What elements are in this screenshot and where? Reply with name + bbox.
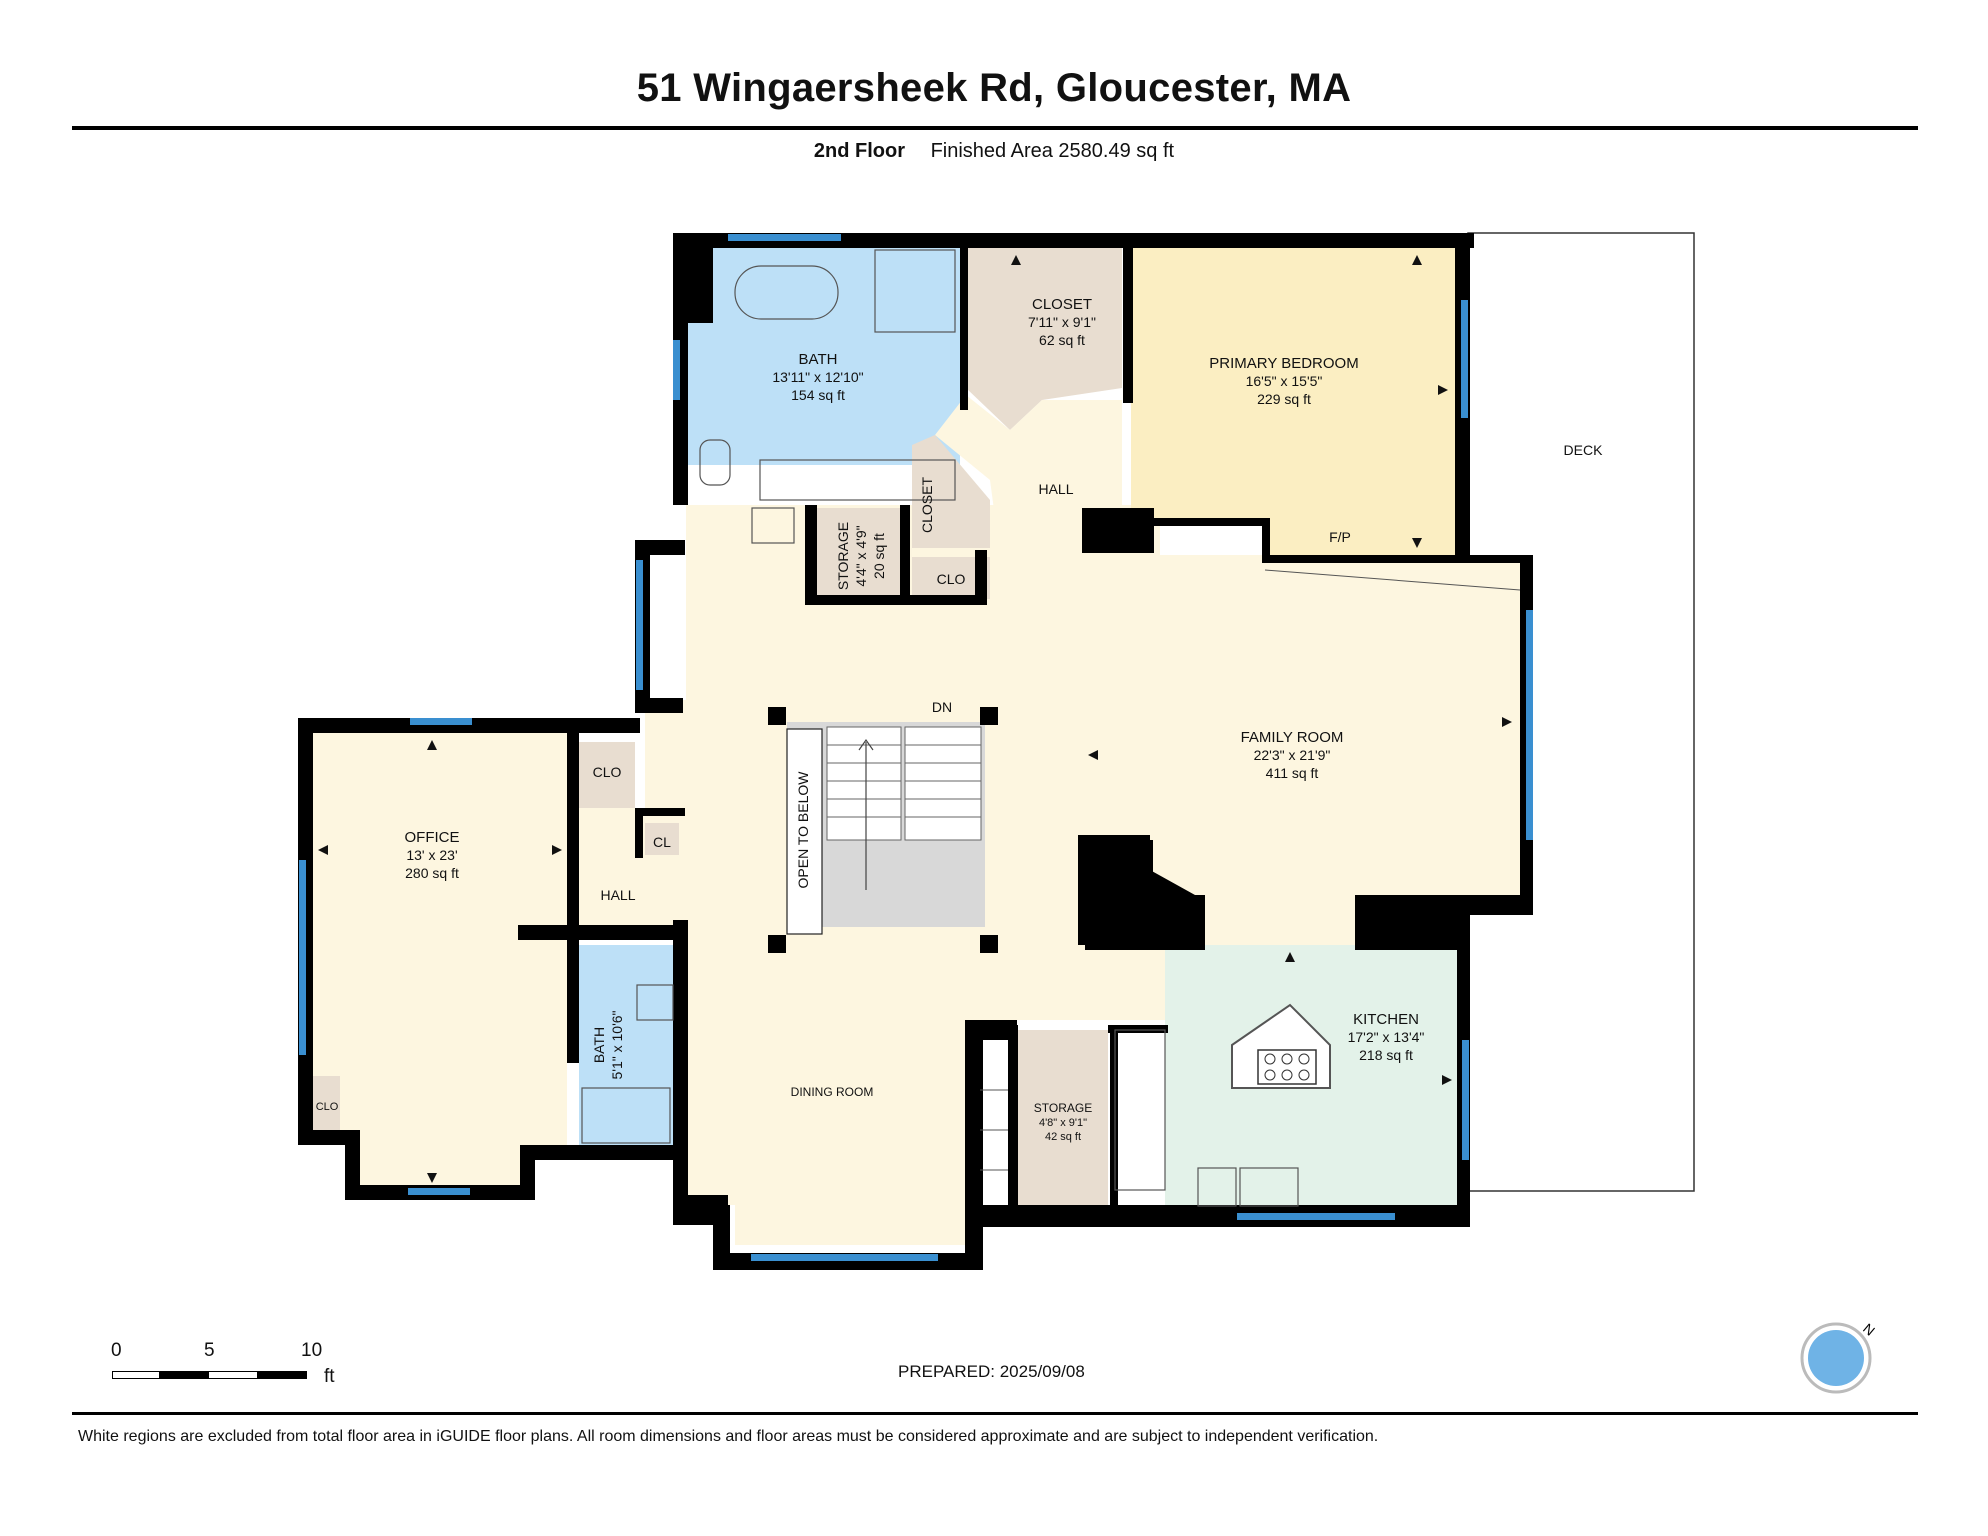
dimension-arrows [318, 255, 1512, 1183]
room-name-storage-lower: STORAGE [1034, 1101, 1092, 1115]
room-area-storage-lower: 42 sq ft [1045, 1131, 1081, 1143]
room-name-bath-main: BATH [799, 351, 838, 368]
staircase [768, 707, 998, 953]
footer-disclaimer: White regions are excluded from total fl… [78, 1428, 1379, 1445]
primary-bedroom-floor [1131, 248, 1455, 555]
bath-small-floor [579, 945, 679, 1147]
hall-upper-floor [935, 395, 1122, 555]
room-area-family-room: 411 sq ft [1266, 765, 1319, 781]
room-dims-storage-upper: 4'4" x 4'9" [853, 525, 869, 586]
room-dims-bath-main: 13'11" x 12'10" [772, 369, 863, 385]
room-area-office: 280 sq ft [405, 865, 459, 881]
room-dims-office: 13' x 23' [406, 847, 457, 863]
prepared-date: PREPARED: 2025/09/08 [898, 1362, 1085, 1381]
room-name-storage-upper: STORAGE [835, 522, 851, 590]
scale-tick-0: 0 [111, 1340, 122, 1361]
floor-name: 2nd Floor [813, 140, 906, 162]
room-name-hall-lower: HALL [600, 887, 635, 903]
open-to-below-label: OPEN TO BELOW [795, 771, 811, 889]
storage-upper-floor [815, 508, 900, 600]
room-name-clo-office-small: CLO [316, 1101, 339, 1113]
cl-hall-floor [645, 823, 679, 855]
room-name-clo-upper: CLO [937, 571, 966, 587]
clo-office-floor [579, 742, 635, 808]
room-name-office: OFFICE [405, 829, 460, 846]
title-divider [72, 126, 1918, 130]
room-area-bath-main: 154 sq ft [791, 387, 845, 403]
scale-unit: ft [324, 1366, 335, 1387]
scale-tick-10: 10 [301, 1340, 323, 1361]
kitchen-island [1231, 1003, 1331, 1089]
room-name-deck: DECK [1564, 442, 1604, 458]
bath-main-floor [686, 248, 960, 465]
scale-tick-5: 5 [204, 1340, 215, 1361]
room-dims-kitchen: 17'2" x 13'4" [1348, 1029, 1425, 1045]
page-title: 51 Wingaersheek Rd, Gloucester, MA [636, 66, 1352, 110]
clo-office-small-floor [313, 1076, 340, 1136]
closet-small-floor [912, 435, 990, 548]
room-name-clo-office: CLO [593, 764, 622, 780]
room-name-family-room: FAMILY ROOM [1241, 729, 1344, 746]
stairs-down-label: DN [932, 699, 952, 715]
room-dims-closet-main: 7'11" x 9'1" [1028, 314, 1096, 330]
room-area-storage-upper: 20 sq ft [871, 533, 887, 579]
finished-area: Finished Area 2580.49 sq ft [930, 140, 1175, 162]
compass-icon: N [1798, 1316, 1878, 1396]
storage-lower-floor [1016, 1030, 1108, 1206]
room-name-closet-small: CLOSET [919, 477, 935, 533]
room-name-bath-small: BATH [591, 1027, 607, 1063]
room-name-fp: F/P [1329, 529, 1351, 545]
room-name-closet-main: CLOSET [1032, 296, 1092, 313]
room-area-kitchen: 218 sq ft [1359, 1047, 1413, 1063]
room-name-primary-bedroom: PRIMARY BEDROOM [1209, 355, 1358, 372]
room-name-dining-room: DINING ROOM [791, 1085, 874, 1099]
room-name-hall-upper: HALL [1038, 481, 1073, 497]
floor-subtitle: 2nd Floor Finished Area 2580.49 sq ft [0, 140, 1988, 163]
room-dims-bath-small: 5'1" x 10'6" [609, 1010, 625, 1079]
office-floor [313, 733, 567, 1192]
fixtures [581, 249, 1299, 1207]
open-to-below-panel [786, 728, 823, 935]
room-name-kitchen: KITCHEN [1353, 1011, 1419, 1028]
windows [299, 234, 1533, 1261]
room-dims-family-room: 22'3" x 21'9" [1254, 747, 1331, 763]
footer-divider [72, 1412, 1918, 1415]
room-dims-primary-bedroom: 16'5" x 15'5" [1246, 373, 1323, 389]
scale-bar: 0 5 10 ft [108, 1340, 348, 1390]
room-name-cl-hall: CL [653, 834, 671, 850]
closet-main-floor [966, 248, 1122, 430]
room-area-closet-main: 62 sq ft [1039, 332, 1085, 348]
room-dims-storage-lower: 4'8" x 9'1" [1039, 1117, 1087, 1129]
room-area-primary-bedroom: 229 sq ft [1257, 391, 1311, 407]
